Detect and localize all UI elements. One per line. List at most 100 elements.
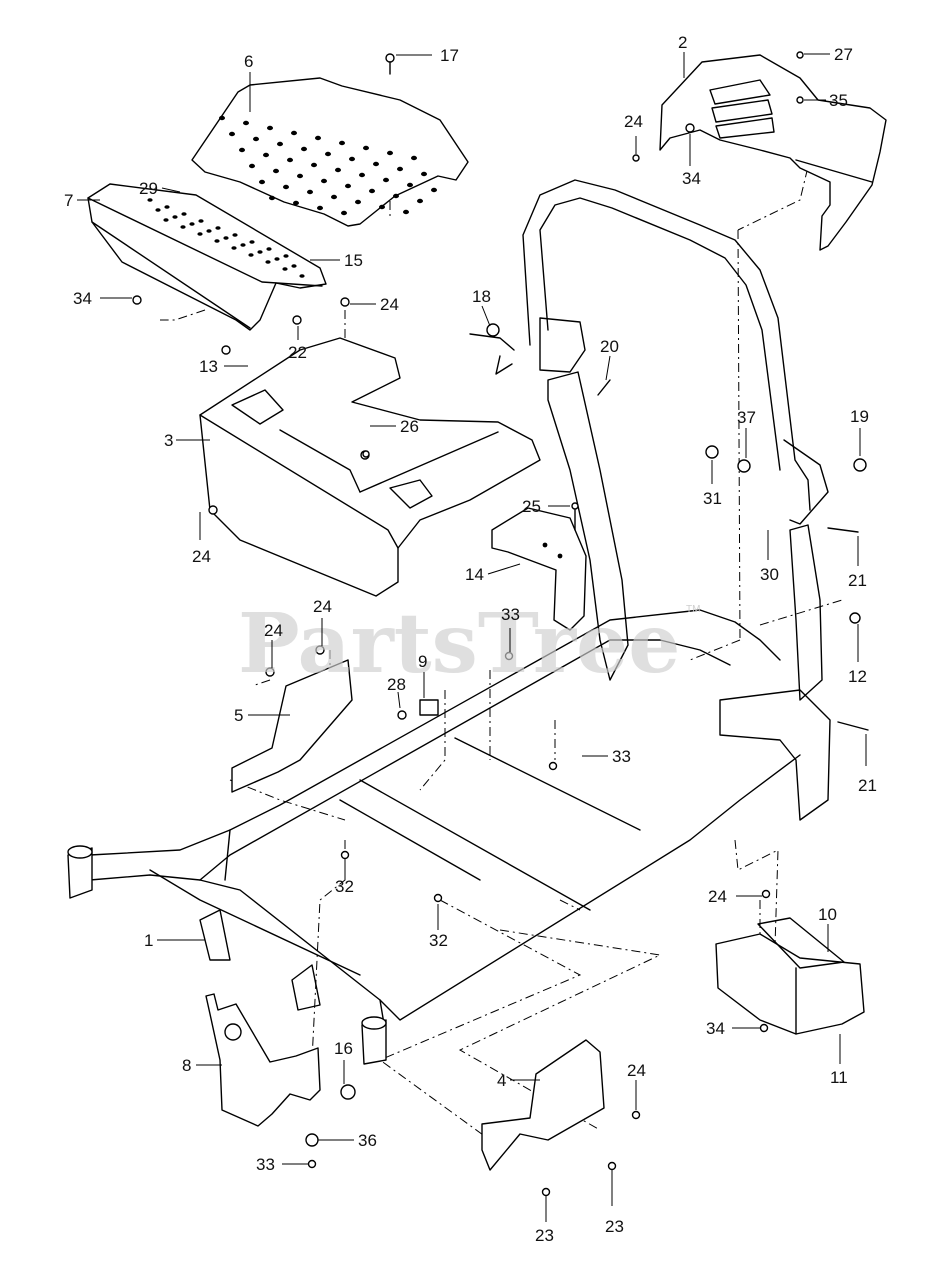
callout-34b: 34 (682, 169, 701, 188)
callout-9: 9 (418, 652, 427, 671)
callout-17: 17 (440, 46, 459, 65)
perforation-hole (164, 205, 170, 209)
perforation-hole (293, 200, 299, 206)
perforation-hole (291, 130, 297, 136)
perforation-hole (301, 146, 307, 152)
perforation-hole (147, 198, 153, 202)
main-frame (67, 609, 831, 1065)
perforation-hole (282, 267, 288, 271)
perforation-hole (180, 225, 186, 229)
perforation-hole (259, 179, 265, 185)
callout-33c: 33 (256, 1155, 275, 1174)
perforation-hole (155, 208, 161, 212)
callout-13: 13 (199, 357, 218, 376)
perforation-hole (249, 163, 255, 169)
perforation-hole (219, 115, 225, 121)
callout-25: 25 (522, 497, 541, 516)
watermark-text: PartsTree (238, 596, 680, 692)
callout-1: 1 (144, 931, 153, 950)
perforation-hole (240, 243, 246, 247)
rear-shield-2 (659, 54, 887, 251)
callout-24b: 24 (380, 295, 399, 314)
callout-7: 7 (64, 191, 73, 210)
callout-2: 2 (678, 33, 687, 52)
callout-15: 15 (344, 251, 363, 270)
callout-24c: 24 (192, 547, 211, 566)
callout-24a: 24 (624, 112, 643, 131)
perforation-hole (321, 178, 327, 184)
perforation-hole (239, 147, 245, 153)
callout-14: 14 (465, 565, 484, 584)
perforation-hole (265, 260, 271, 264)
callout-11: 11 (830, 1068, 848, 1087)
perforation-hole (383, 177, 389, 183)
callout-32a: 32 (335, 877, 354, 896)
callout-23b: 23 (605, 1217, 624, 1236)
callout-35: 35 (829, 91, 848, 110)
perforation-hole (373, 161, 379, 167)
perforation-hole (407, 182, 413, 188)
perforation-hole (315, 135, 321, 141)
watermark-trademark: TM (686, 604, 700, 615)
perforation-hole (369, 188, 375, 194)
perforation-hole (417, 198, 423, 204)
callout-28: 28 (387, 675, 406, 694)
perforation-hole (206, 229, 212, 233)
perforation-hole (431, 187, 437, 193)
callout-30: 30 (760, 565, 779, 584)
perforation-hole (403, 209, 409, 215)
callout-labels: 1 2 3 4 5 6 7 8 9 10 11 12 13 (64, 33, 877, 1245)
perforation-hole (267, 125, 273, 131)
bracket-8 (205, 993, 321, 1127)
callout-23a: 23 (535, 1226, 554, 1245)
callout-21b: 21 (858, 776, 877, 795)
perforation-hole (325, 151, 331, 157)
perforation-hole (307, 189, 313, 195)
callout-26: 26 (400, 417, 419, 436)
bracket-14 (491, 507, 587, 631)
perforation-hole (393, 193, 399, 199)
callout-34c: 34 (706, 1019, 725, 1038)
perforation-hole (232, 233, 238, 237)
callout-33b: 33 (612, 747, 631, 766)
callout-19: 19 (850, 407, 869, 426)
callout-37: 37 (737, 408, 756, 427)
perforation-hole (229, 131, 235, 137)
perforation-hole (291, 264, 297, 268)
battery-box-10-11 (715, 917, 865, 1035)
perforation-hole (355, 199, 361, 205)
perforation-hole (172, 215, 178, 219)
callout-24e: 24 (313, 597, 332, 616)
perforation-hole (299, 274, 305, 278)
callout-27: 27 (834, 45, 853, 64)
perforation-hole (257, 250, 263, 254)
perforation-hole (253, 136, 259, 142)
hardware (132, 51, 869, 1197)
perforation-hole (197, 232, 203, 236)
callout-33a: 33 (501, 605, 520, 624)
perforation-hole (287, 157, 293, 163)
perforation-hole (163, 218, 169, 222)
perforation-hole (331, 194, 337, 200)
deflector-7 (87, 183, 327, 331)
perforation-hole (283, 254, 289, 258)
perforation-hole (379, 204, 385, 210)
perforation-hole (269, 195, 275, 201)
callout-24d: 24 (264, 621, 283, 640)
perforation-hole (198, 219, 204, 223)
perforation-hole (317, 205, 323, 211)
perforation-hole (363, 145, 369, 151)
perforation-hole (231, 246, 237, 250)
perforation-hole (335, 167, 341, 173)
callout-5: 5 (234, 706, 243, 725)
callout-36: 36 (358, 1131, 377, 1150)
control-panel-3 (199, 337, 541, 597)
callout-8: 8 (182, 1056, 191, 1075)
perforation-hole (214, 239, 220, 243)
callout-20: 20 (600, 337, 619, 356)
callout-24f: 24 (708, 887, 727, 906)
perforation-hole (283, 184, 289, 190)
callout-29: 29 (139, 179, 158, 198)
perforation-hole (339, 140, 345, 146)
